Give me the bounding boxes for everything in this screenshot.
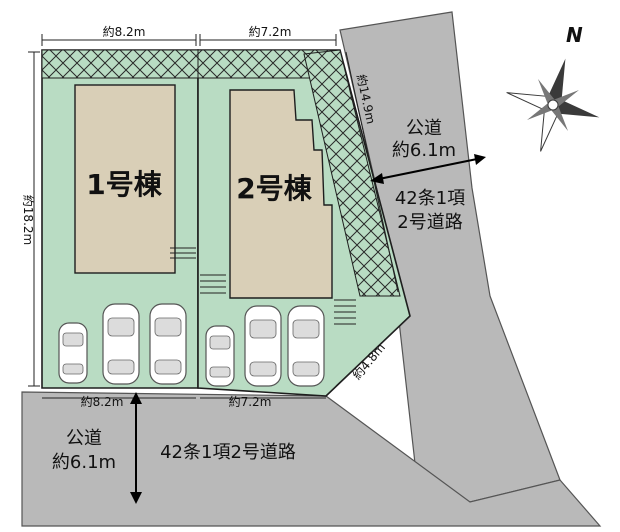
south-road-width: 約6.1m	[52, 452, 116, 473]
car-lot2-left	[244, 305, 282, 387]
car-lot1-small	[58, 322, 88, 384]
building-2	[229, 89, 333, 299]
building-1	[74, 84, 176, 274]
building-2-label: 2号棟	[236, 172, 312, 205]
steps-lot2-right	[334, 299, 356, 325]
building-1-label: 1号棟	[86, 168, 162, 201]
hatch-lot2-diagonal	[303, 49, 401, 297]
steps-lot2-left	[200, 274, 226, 294]
south-road-title: 公道	[66, 428, 102, 449]
hatch-lot1-top	[41, 49, 199, 79]
east-road-type-line2: 2号道路	[397, 212, 462, 233]
lot1-width-top-label: 約8.2m	[103, 24, 146, 39]
car-lot2-right	[287, 305, 325, 387]
car-lot2-small	[205, 325, 235, 387]
lot1-width-bottom-label: 約8.2m	[81, 394, 124, 409]
east-road-title: 公道	[406, 118, 442, 139]
lot2-width-bottom-label: 約7.2m	[229, 394, 272, 409]
south-road-type: 42条1項2号道路	[160, 442, 296, 463]
east-road-width-arrow	[370, 154, 486, 184]
lot2-width-top-label: 約7.2m	[249, 24, 292, 39]
compass-rose-icon	[506, 58, 600, 152]
dimension-lines	[28, 34, 407, 399]
steps-lot1	[170, 247, 196, 259]
south-road-width-arrow	[130, 392, 142, 504]
car-lot1-right	[149, 303, 187, 385]
east-road-width: 約6.1m	[392, 140, 456, 161]
east-road-type-line1: 42条1項	[395, 188, 465, 209]
compass-north-label: N	[566, 23, 583, 47]
depth-left-label: 約18.2m	[21, 195, 36, 245]
car-lot1-left	[102, 303, 140, 385]
